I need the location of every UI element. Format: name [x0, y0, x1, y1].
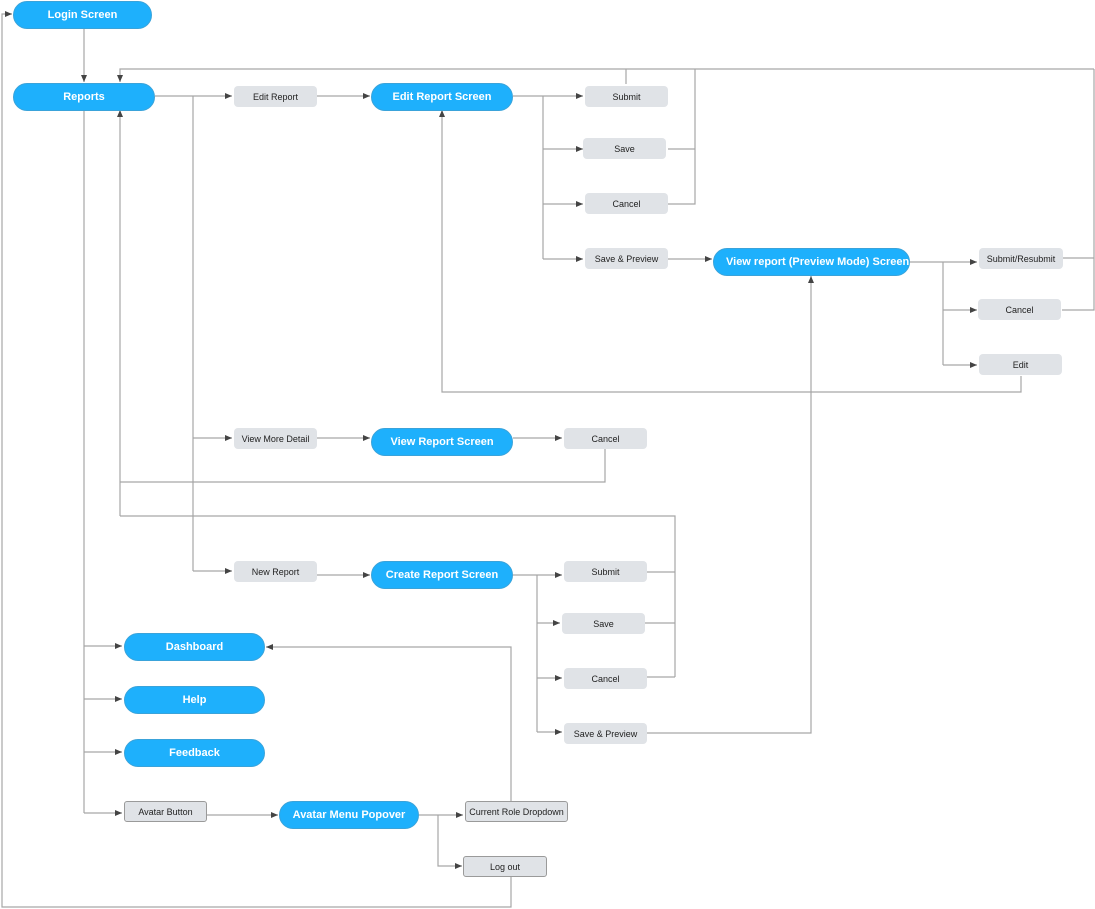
node-edit-report-screen[interactable]: Edit Report Screen — [371, 83, 513, 111]
node-dashboard[interactable]: Dashboard — [124, 633, 265, 661]
edge-cr-right — [645, 571, 675, 678]
node-pv-submit[interactable]: Submit/Resubmit — [979, 248, 1063, 269]
node-new-report[interactable]: New Report — [234, 561, 317, 582]
node-preview-screen[interactable]: View report (Preview Mode) Screen — [713, 248, 910, 276]
node-help[interactable]: Help — [124, 686, 265, 714]
node-current-role-dropdown[interactable]: Current Role Dropdown — [465, 801, 568, 822]
edge-menu-logout — [437, 815, 462, 869]
node-cr-cancel[interactable]: Cancel — [564, 668, 647, 689]
node-create-report-screen[interactable]: Create Report Screen — [371, 561, 513, 589]
node-view-report-screen[interactable]: View Report Screen — [371, 428, 513, 456]
edge-pvedit-editscreen — [439, 110, 1022, 393]
edge-logout-login — [1, 11, 512, 908]
edge-save-cancel-up — [668, 69, 696, 205]
node-er-cancel[interactable]: Cancel — [585, 193, 668, 214]
edge-crsp-preview — [647, 276, 814, 734]
node-pv-edit[interactable]: Edit — [979, 354, 1062, 375]
node-avatar-button[interactable]: Avatar Button — [124, 801, 207, 822]
edge-back-reports-top — [117, 68, 1094, 82]
node-pv-cancel[interactable]: Cancel — [978, 299, 1061, 320]
node-login-screen[interactable]: Login Screen — [13, 1, 152, 29]
node-reports[interactable]: Reports — [13, 83, 155, 111]
node-cr-save[interactable]: Save — [562, 613, 645, 634]
node-vr-cancel[interactable]: Cancel — [564, 428, 647, 449]
node-feedback[interactable]: Feedback — [124, 739, 265, 767]
node-er-save-preview[interactable]: Save & Preview — [585, 248, 668, 269]
edge-vrcancel-reports — [120, 449, 606, 483]
node-edit-report[interactable]: Edit Report — [234, 86, 317, 107]
node-log-out[interactable]: Log out — [463, 856, 547, 877]
edge-role-dashboard — [266, 644, 512, 801]
node-er-submit[interactable]: Submit — [585, 86, 668, 107]
node-cr-save-preview[interactable]: Save & Preview — [564, 723, 647, 744]
node-er-save[interactable]: Save — [583, 138, 666, 159]
node-view-more-detail[interactable]: View More Detail — [234, 428, 317, 449]
node-avatar-menu-popover[interactable]: Avatar Menu Popover — [279, 801, 419, 829]
edge-pvsubmit-right — [1062, 69, 1095, 311]
node-cr-submit[interactable]: Submit — [564, 561, 647, 582]
